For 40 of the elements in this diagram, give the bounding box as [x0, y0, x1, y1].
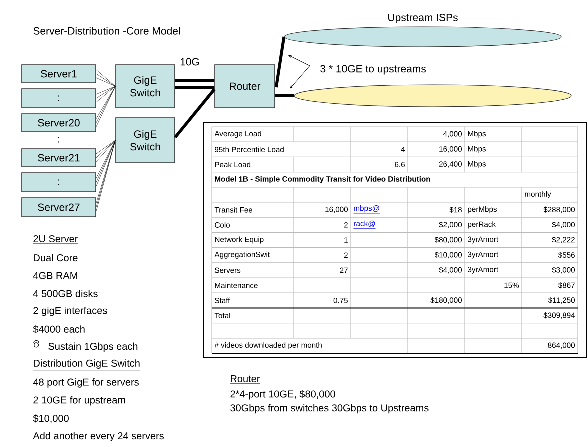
spec-text: $4000 each [33, 325, 85, 334]
link-line [274, 36, 286, 88]
link-line [174, 88, 216, 138]
spec-text: $10,000 [33, 414, 69, 424]
heading: Router [230, 376, 260, 384]
heading: 2U Server [33, 235, 78, 244]
spec-text: 2*4-port 10GE, $80,000 [230, 390, 336, 400]
server-box: Server20 [22, 114, 96, 132]
link-line [275, 94, 294, 98]
spec-text: Sustain 1Gbps each [48, 342, 138, 352]
link-line [96, 140, 116, 212]
spec-text: 30Gbps from switches 30Gbps to Upstreams [230, 404, 429, 414]
spec-text: Dual Core [34, 254, 78, 262]
spec-text: Add another every 24 servers [33, 432, 164, 442]
annotation-text: 3 * 10GE to upstreams [320, 65, 426, 75]
link-line [96, 140, 116, 162]
server-box: Server1 [22, 64, 96, 84]
server-box: Server27 [22, 198, 96, 218]
spec-text: 48 port GigE for servers [33, 378, 139, 388]
node-label: Upstream ISPs [388, 14, 458, 24]
switch-box: GigE Switch [116, 64, 176, 108]
edge-label: 10G [179, 57, 201, 67]
link-line [96, 70, 116, 87]
server-box: : [22, 172, 96, 192]
isp-ellipse [294, 84, 572, 108]
server-box: Server21 [22, 148, 96, 168]
spec-text: 4GB RAM [33, 272, 78, 280]
link-line [174, 79, 216, 89]
server-box: : [22, 88, 96, 108]
title: Server-Distribution -Core Model [34, 27, 180, 35]
link-line [96, 140, 116, 187]
heading: Distribution GigE Switch [33, 360, 141, 371]
spec-text: 2 gigE interfaces [34, 306, 108, 316]
ellipsis-dots: : [58, 137, 60, 143]
spec-text: 2 10GE for upstream [34, 396, 126, 406]
spec-text: 4 500GB disks [33, 290, 98, 298]
link-line [96, 86, 116, 103]
router-box: Router [214, 64, 276, 108]
link-line [96, 86, 116, 128]
switch-box: GigE Switch [116, 118, 176, 164]
